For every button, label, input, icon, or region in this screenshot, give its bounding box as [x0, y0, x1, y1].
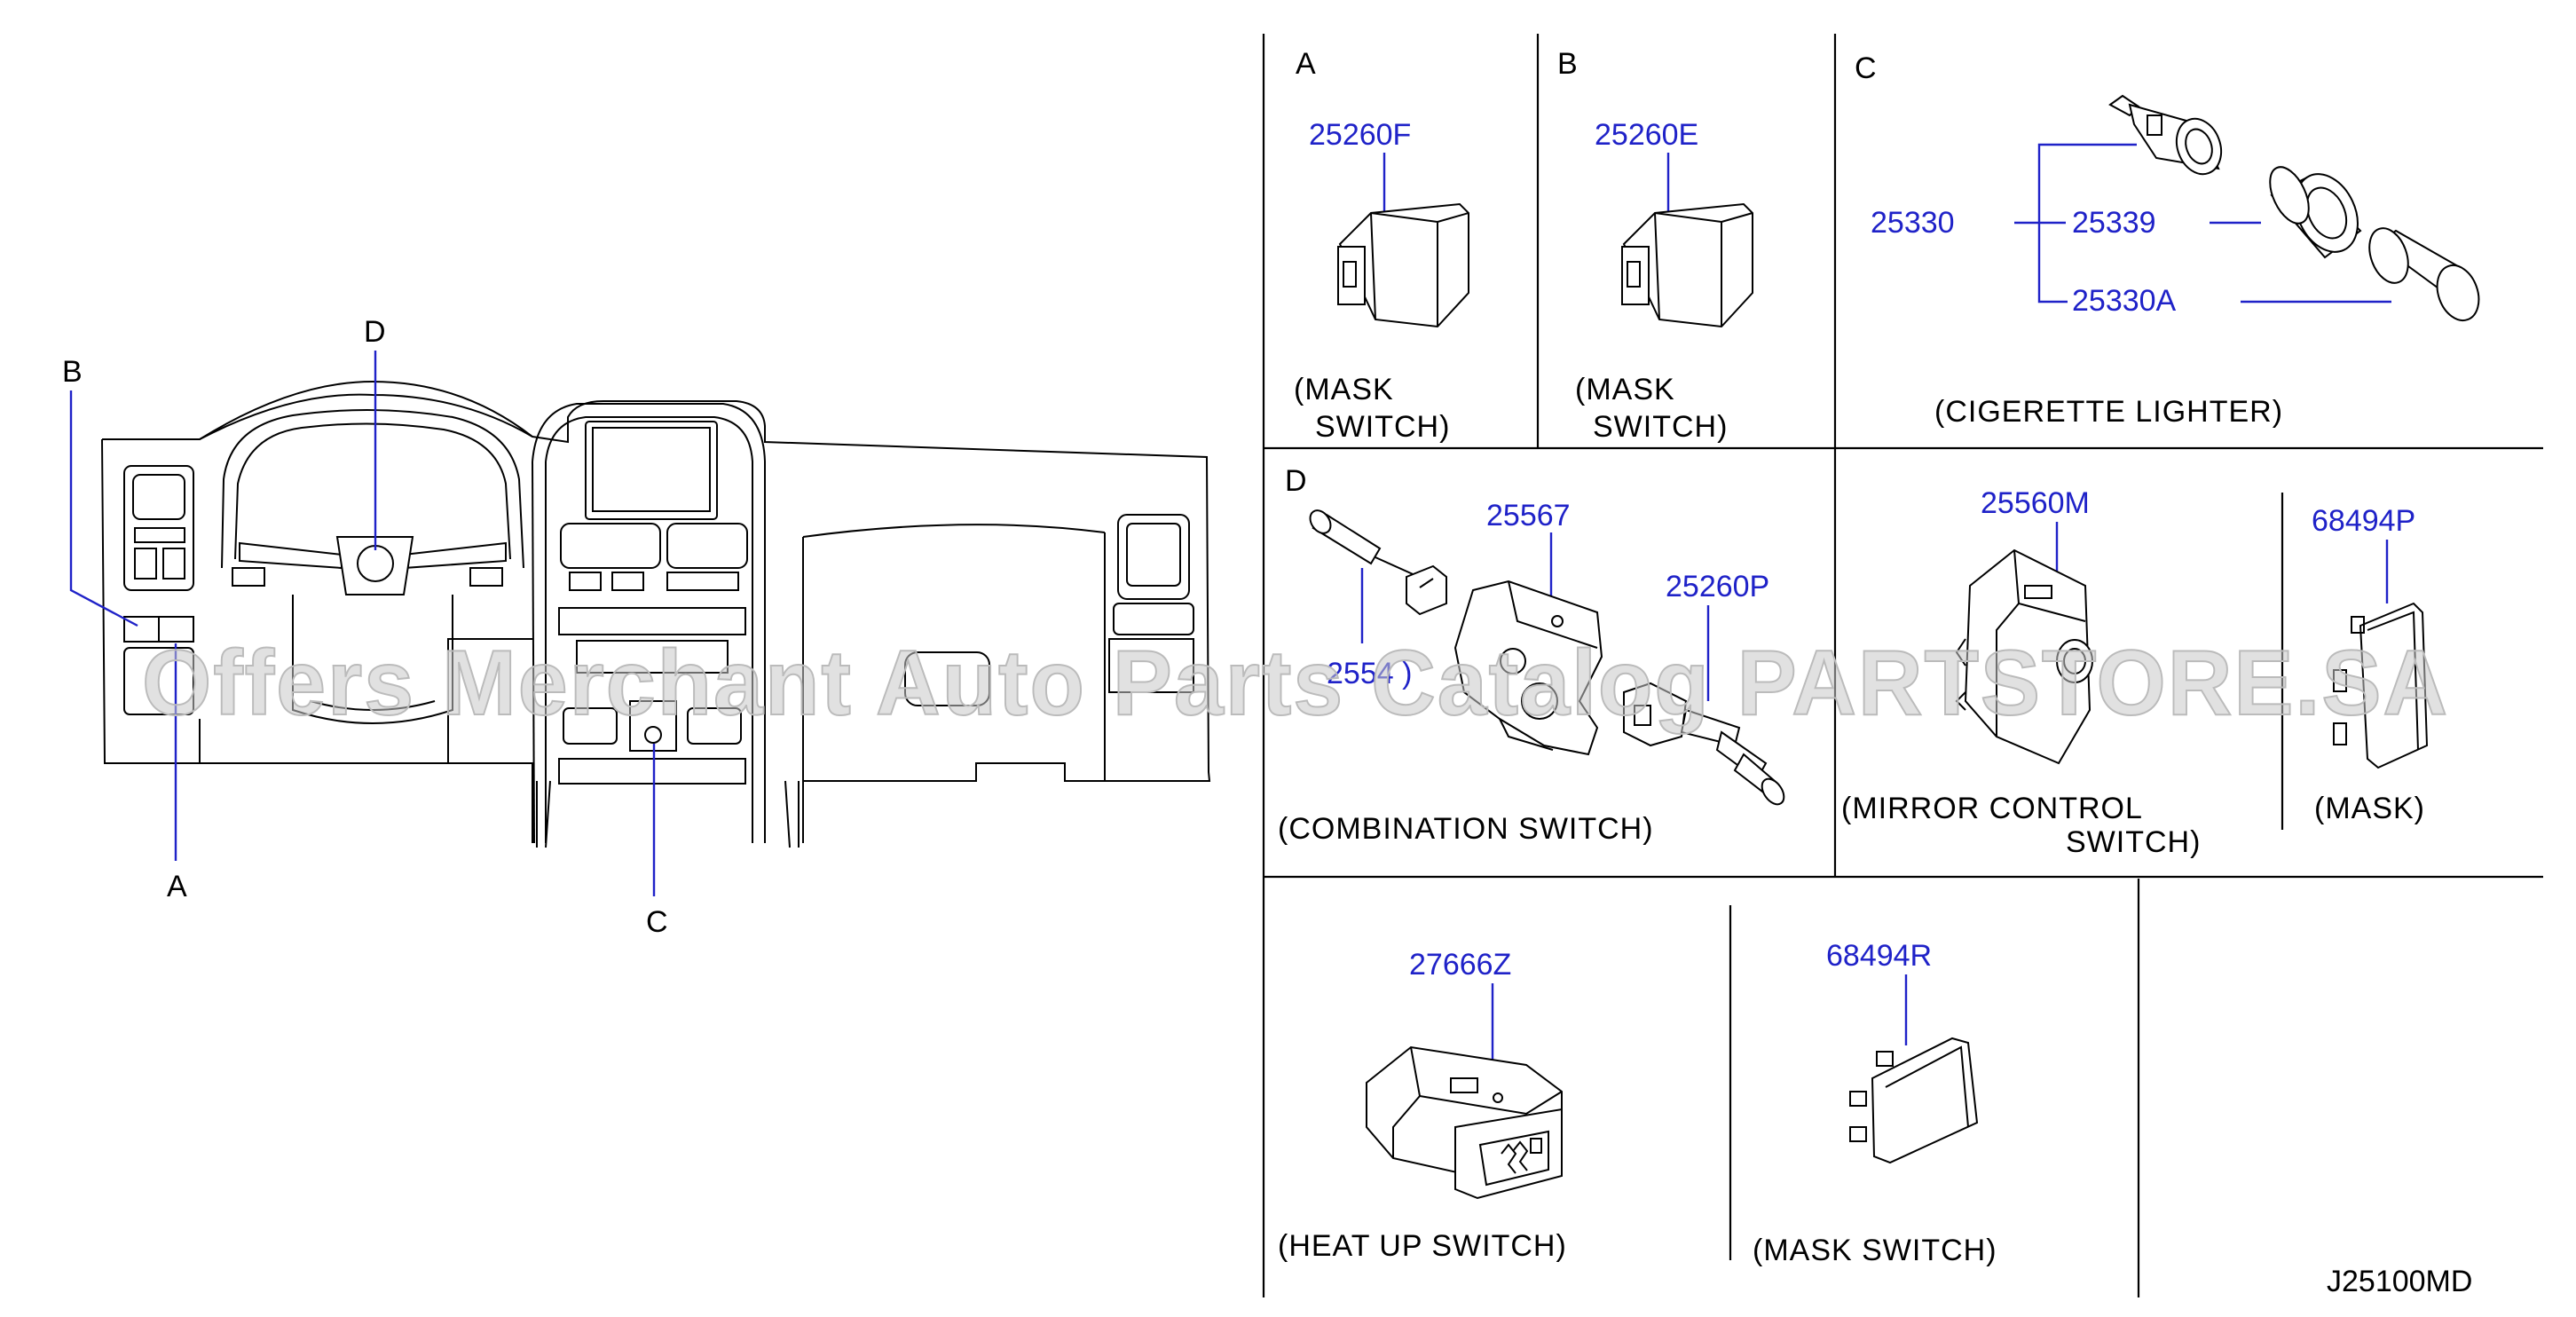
- panel-b-letter: B: [1557, 47, 1578, 81]
- mirror-control-switch-drawing: [1955, 548, 2093, 765]
- panel-c-letter: C: [1855, 51, 1877, 85]
- dashboard-overview: D B A C: [62, 315, 1211, 939]
- part-number-27666z: 27666Z: [1409, 948, 1511, 982]
- caption-mirror-l1: (MIRROR CONTROL: [1841, 792, 2143, 825]
- caption-mask: (MASK): [2314, 792, 2425, 825]
- caption-d: (COMBINATION SWITCH): [1278, 812, 1654, 846]
- panel-b: B 25260E (MASK SWITCH): [1557, 47, 1753, 444]
- part-number-25260p: 25260P: [1666, 570, 1769, 603]
- mask-switch-a-drawing: [1337, 202, 1469, 328]
- heat-up-switch-drawing: [1366, 1045, 1563, 1200]
- part-number-25330a: 25330A: [2072, 284, 2177, 318]
- callout-a: A: [167, 870, 187, 903]
- caption-a-l1: (MASK: [1294, 373, 1394, 406]
- part-number-68494r: 68494R: [1826, 939, 1932, 973]
- part-number-25260f: 25260F: [1309, 118, 1411, 152]
- part-number-25260e: 25260E: [1595, 118, 1698, 152]
- watermark-text: Offers Merchant Auto Parts Catalog PARTS…: [142, 632, 2449, 735]
- mask-68494r-drawing: [1849, 1037, 1979, 1164]
- panel-c: C 25330 25339 25330A (CIGERETTE LIGHTER): [1855, 51, 2480, 429]
- caption-b-l1: (MASK: [1575, 373, 1675, 406]
- mask-68494p-drawing: [2333, 602, 2429, 769]
- mask-switch-b-drawing: [1621, 202, 1753, 328]
- panel-a: A 25260F (MASK SWITCH): [1294, 47, 1469, 444]
- combination-switch-drawing: [1309, 509, 1785, 806]
- caption-c: (CIGERETTE LIGHTER): [1934, 395, 2283, 429]
- callout-b: B: [62, 355, 83, 389]
- panel-mirror-control: 25560M (MIRROR CONTROL SWITCH): [1841, 486, 2201, 859]
- caption-mask-switch: (MASK SWITCH): [1753, 1234, 1997, 1267]
- panel-heat-up-switch: 27666Z (HEAT UP SWITCH): [1278, 948, 1567, 1263]
- part-number-25560m: 25560M: [1981, 486, 2090, 520]
- panel-a-letter: A: [1296, 47, 1316, 81]
- panel-d-letter: D: [1285, 464, 1307, 498]
- panel-mask-switch: 68494R (MASK SWITCH): [1753, 939, 1997, 1267]
- caption-a-l2: SWITCH): [1315, 410, 1450, 444]
- callout-c: C: [646, 905, 668, 939]
- diagram-code: J25100MD: [2327, 1265, 2472, 1298]
- part-number-25330: 25330: [1871, 206, 1955, 240]
- part-number-2554x: 2554 ): [1327, 657, 1412, 690]
- part-number-25339: 25339: [2072, 206, 2156, 240]
- cigarette-lighter-drawing: [2108, 94, 2480, 321]
- caption-b-l2: SWITCH): [1593, 410, 1728, 444]
- caption-mirror-l2: SWITCH): [2066, 825, 2201, 859]
- part-number-68494p: 68494P: [2312, 504, 2415, 538]
- panel-mask: 68494P (MASK): [2312, 504, 2429, 825]
- caption-heat: (HEAT UP SWITCH): [1278, 1229, 1567, 1263]
- callout-d: D: [364, 315, 386, 349]
- panel-grid: [1262, 34, 2543, 1297]
- panel-d: D 25567 25260P 2554 ): [1278, 464, 1785, 846]
- part-number-25567: 25567: [1486, 499, 1571, 532]
